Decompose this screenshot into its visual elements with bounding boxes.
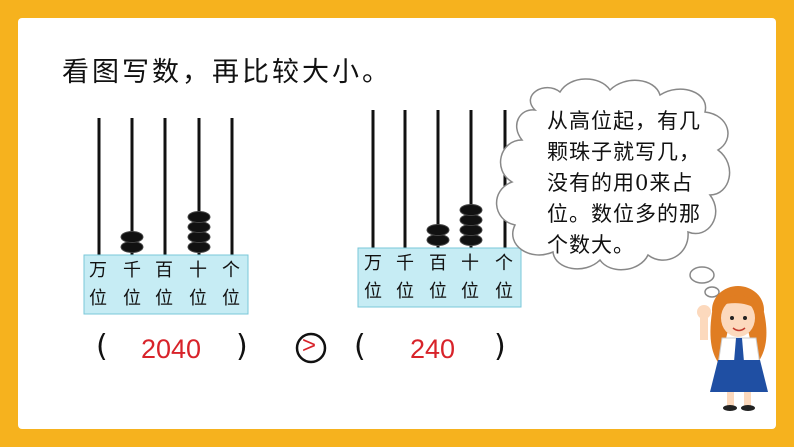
right-abacus-labels: 万位 千位 百位 十位 个位: [356, 250, 520, 306]
cartoon-girl-illustration: [697, 286, 768, 411]
right-answer: 240: [410, 334, 456, 364]
label-shi: 十位: [189, 260, 207, 309]
right-abacus-frame: [357, 247, 522, 308]
label-qian: 千位: [123, 260, 141, 309]
left-abacus-beads: [120, 211, 211, 253]
left-abacus-frame: [83, 254, 249, 315]
abacus-bead: [459, 234, 483, 246]
label-wan: 万位: [89, 260, 107, 309]
label-ge: 个位: [222, 260, 240, 309]
abacus-bead: [120, 241, 144, 253]
label-wan: 万位: [364, 253, 382, 302]
comparison-symbol: >: [302, 332, 317, 359]
hint-line: 颗珠子就写几，: [547, 140, 701, 164]
left-open-paren: (: [96, 329, 108, 364]
hint-line: 从高位起，有几: [547, 109, 701, 133]
abacus-bead: [426, 234, 450, 246]
abacus-bead: [187, 211, 211, 223]
hint-line: 位。数位多的那: [547, 202, 701, 226]
abacus-bead: [187, 231, 211, 243]
abacus-bead: [459, 224, 483, 236]
label-shi: 十位: [461, 253, 479, 302]
thought-cloud: [495, 78, 731, 298]
left-close-paren: ): [236, 329, 248, 364]
left-abacus-rods: [97, 118, 234, 255]
abacus-bead: [187, 221, 211, 233]
hint-text: 从高位起，有几 颗珠子就写几， 没有的用0来占 位。数位多的那 个数大。: [547, 106, 717, 261]
abacus-bead: [120, 231, 144, 243]
right-close-paren: ): [494, 329, 506, 364]
comparison-circle: [295, 332, 327, 364]
right-open-paren: (: [354, 329, 366, 364]
label-bai: 百位: [429, 253, 447, 302]
hint-line: 没有的用0来占: [547, 171, 694, 195]
hint-line: 个数大。: [547, 233, 635, 257]
right-abacus-beads: [426, 204, 483, 246]
left-answer: 2040: [141, 334, 202, 364]
left-abacus-labels: 万位 千位 百位 十位 个位: [82, 257, 247, 313]
abacus-bead: [187, 241, 211, 253]
abacus-bead: [459, 204, 483, 216]
abacus-bead: [426, 224, 450, 236]
abacus-bead: [459, 214, 483, 226]
label-qian: 千位: [396, 253, 414, 302]
label-bai: 百位: [155, 260, 173, 309]
label-ge: 个位: [495, 253, 513, 302]
instruction-title: 看图写数，再比较大小。: [62, 57, 392, 88]
